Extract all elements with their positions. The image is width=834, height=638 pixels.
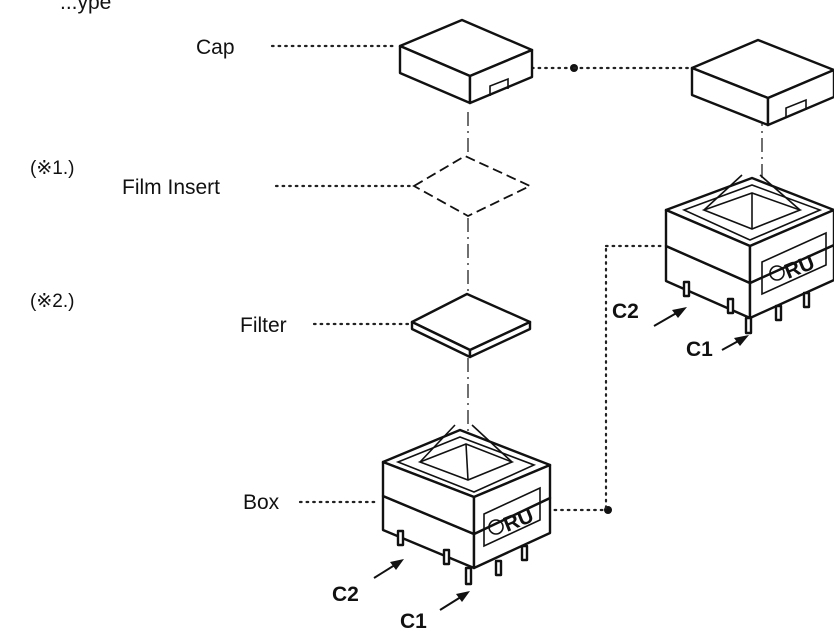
- box-left: RU: [381, 424, 552, 586]
- note-1: (※1.): [30, 158, 74, 179]
- filter: [410, 292, 532, 359]
- c2-label-left: C2: [332, 583, 359, 606]
- terminal-c2-right: C2: [612, 300, 687, 327]
- partial-heading: ...ype: [60, 0, 111, 14]
- terminal-c1-left: C1: [400, 591, 470, 633]
- filter-label: Filter: [240, 314, 287, 337]
- film-insert-label: Film Insert: [122, 176, 220, 199]
- c1-label-left: C1: [400, 610, 427, 633]
- film-insert: [412, 154, 533, 218]
- note-2: (※2.): [30, 291, 74, 312]
- cap-label: Cap: [196, 36, 235, 59]
- terminal-c2-left: C2: [332, 559, 404, 606]
- c2-label-right: C2: [612, 300, 639, 323]
- box-label: Box: [243, 491, 280, 514]
- box-right: RU: [664, 174, 834, 335]
- c1-label-right: C1: [686, 338, 713, 361]
- cap-right: [690, 38, 834, 127]
- cap-left: [398, 18, 534, 105]
- terminal-c1-right: C1: [686, 335, 749, 361]
